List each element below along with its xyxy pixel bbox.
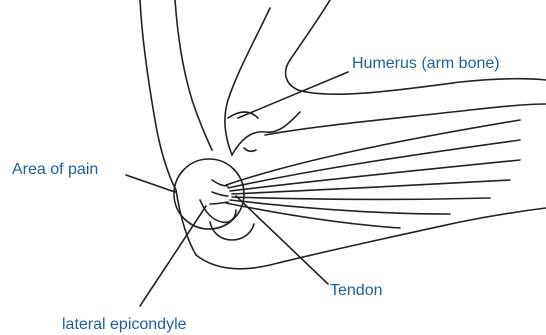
tendon-fiber [230, 200, 450, 214]
bone-detail [244, 148, 256, 151]
elbow-bump [228, 112, 258, 118]
tendon-origin [212, 192, 228, 196]
area-of-pain-leader-line [126, 175, 175, 192]
tendon-fiber [232, 197, 490, 199]
forearm-bottom-edge [196, 208, 546, 269]
area-of-pain-label: Area of pain [12, 160, 98, 180]
elbow-crease [232, 112, 300, 155]
lower-arm-left-edge [176, 190, 196, 255]
tendon-origin [210, 202, 228, 204]
tendon-fiber [232, 180, 510, 194]
humerus-outline-right [225, 8, 270, 155]
forearm-top-edge [265, 104, 546, 135]
tendon-origin [212, 180, 228, 186]
tendon-fiber [226, 203, 400, 228]
tendon-label: Tendon [330, 281, 383, 301]
humerus-outline-left [175, 0, 212, 150]
humerus-label: Humerus (arm bone) [352, 54, 500, 74]
upper-arm-left-edge [140, 0, 176, 190]
tendon-leader-line [236, 196, 328, 284]
upper-arm-right-edge [286, 0, 546, 94]
humerus-leader-line [238, 72, 348, 118]
bone-detail [210, 222, 254, 240]
lateral-epicondyle-label: lateral epicondyle [62, 315, 187, 335]
